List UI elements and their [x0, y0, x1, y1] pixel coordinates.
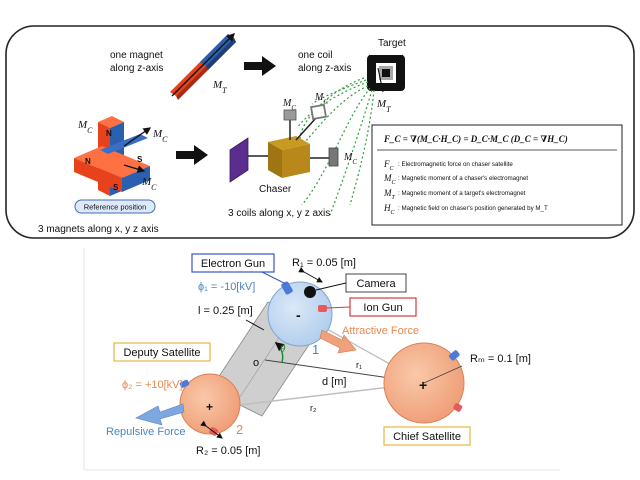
one-magnet-line2: along z-axis	[110, 63, 163, 74]
chaser-label: Chaser	[259, 184, 292, 195]
electron-gun-leader	[261, 271, 287, 285]
sphere1-number: 1	[312, 342, 319, 357]
repulsive-force-arrow	[135, 403, 185, 426]
mc-label-chaser-2: MC	[314, 92, 328, 106]
d-label: d [m]	[322, 376, 346, 388]
ion-gun-leader	[326, 306, 351, 309]
origin-label: o	[253, 357, 259, 369]
legend-text-1: : Magnetic moment of a chaser's electrom…	[398, 175, 528, 182]
legend-sym-1: MC	[383, 173, 397, 186]
deputy-satellite-label: Deputy Satellite	[123, 347, 200, 359]
r1-leader	[298, 266, 323, 283]
mc-label-lower-right: MC	[141, 176, 157, 192]
attractive-force-label: Attractive Force	[342, 325, 419, 337]
chief-sign: +	[419, 377, 427, 393]
chief-blue-nozzle	[449, 350, 460, 361]
target-coil-icon	[367, 54, 405, 91]
svg-text:S: S	[137, 155, 143, 164]
electron-gun-box	[191, 253, 275, 273]
bottom-panel: - 1 + 2 + θ o r₁ d [m] r₂ Electro	[83, 248, 560, 471]
chief-red-nozzle	[453, 403, 463, 412]
svg-text:N: N	[85, 157, 91, 166]
svg-text:N: N	[106, 129, 112, 138]
camera-label: Camera	[356, 278, 396, 290]
target-label: Target	[378, 38, 406, 49]
ion-gun-nozzle	[318, 305, 327, 312]
mc-arrow-up	[123, 127, 152, 147]
chief-satellite-box	[383, 426, 471, 446]
legend-sym-2: MT	[383, 188, 396, 201]
legend-text-0: : Electromagnetic force on chaser satell…	[398, 161, 513, 168]
target-moment-arrow	[377, 67, 384, 93]
r2-label: R₂ = 0.05 [m]	[196, 445, 261, 457]
arrow-magnet-to-coil	[244, 56, 276, 76]
chaser-body	[229, 103, 339, 183]
sphere2-number: 2	[236, 422, 243, 437]
one-magnet-line1: one magnet	[110, 50, 163, 61]
electron-gun-label: Electron Gun	[201, 258, 265, 270]
camera-icon	[304, 286, 316, 298]
mc-arrow-down	[123, 164, 146, 173]
length-leader	[245, 319, 265, 331]
equation-box: F_C = ∇(M_C·H_C) = D_C·M_C (D_C = ∇H_C) …	[371, 124, 623, 226]
length-label: l = 0.25 [m]	[198, 305, 253, 317]
r1-distance-label: r₁	[356, 360, 362, 370]
three-magnet-cluster: N S N S	[74, 116, 150, 196]
chief-satellite-label: Chief Satellite	[393, 431, 461, 443]
force-equation: F_C = ∇(M_C·H_C) = D_C·M_C (D_C = ∇H_C)	[383, 134, 568, 144]
chief-radius-line	[423, 365, 463, 384]
ion-gun-label: Ion Gun	[363, 302, 402, 314]
theta-label: θ	[280, 343, 286, 355]
single-bar-magnet	[170, 33, 236, 100]
arrow-magnets-to-chaser	[176, 145, 208, 165]
legend-text-3: : Magnetic field on chaser's position ge…	[398, 205, 548, 212]
attractive-force-arrow	[319, 329, 357, 354]
reference-position-badge	[74, 199, 156, 214]
top-panel: one magnet along z-axis MT one coil alon…	[5, 25, 635, 239]
mc-label-chaser-3: MC	[343, 152, 357, 166]
deputy-satellite-box	[113, 342, 211, 362]
mc-label-chaser-1: MC	[282, 98, 296, 112]
reference-position-text: Reference position	[84, 203, 147, 212]
mc-label-upper-right: MC	[152, 128, 168, 144]
electron-gun-nozzle	[281, 281, 293, 295]
r2-distance-label: r₂	[310, 403, 317, 413]
one-coil-line2: along z-axis	[298, 63, 351, 74]
mc-label-left: MC	[77, 119, 93, 135]
three-coils-label: 3 coils along x, y z axis	[228, 208, 330, 219]
mt-label-magnet: MT	[212, 79, 227, 95]
three-magnets-label: 3 magnets along x, y z axis	[38, 224, 159, 235]
svg-text:S: S	[113, 183, 119, 192]
rm-label: Rₘ = 0.1 [m]	[470, 353, 531, 365]
phi2-label: ϕ₂ = +10[kV]	[122, 379, 183, 391]
r1-label: R₁ = 0.05 [m]	[292, 257, 356, 269]
legend-text-2: : Magnetic moment of a target's electrom…	[398, 190, 526, 197]
deputy2-blue-nozzle	[179, 379, 190, 388]
legend-sym-0: FC	[383, 159, 395, 172]
repulsive-force-label: Repulsive Force	[106, 426, 185, 438]
theta-arc	[274, 342, 285, 363]
mt-label-target: MT	[376, 98, 391, 114]
one-coil-line1: one coil	[298, 50, 332, 61]
sphere1-sign: -	[296, 307, 301, 323]
sphere2-sign: +	[206, 400, 213, 414]
legend-sym-3: HC	[383, 203, 396, 216]
phi1-label: ϕ₁ = -10[kV]	[198, 281, 255, 293]
camera-leader	[315, 282, 347, 291]
r2-leader	[200, 420, 223, 439]
